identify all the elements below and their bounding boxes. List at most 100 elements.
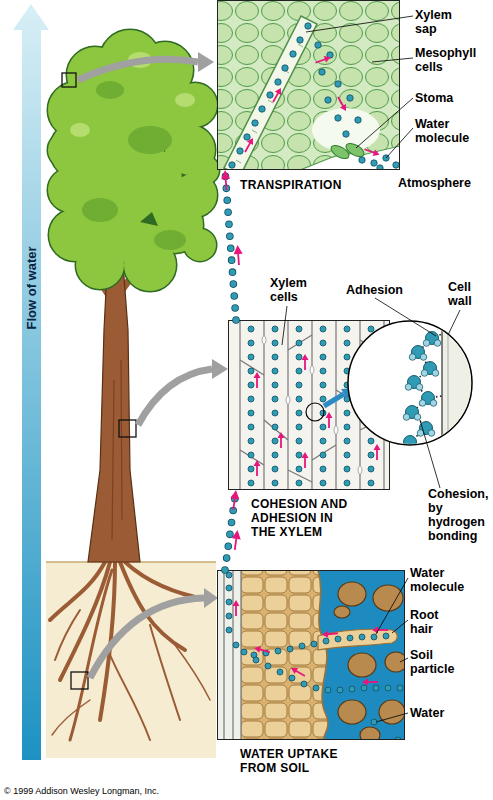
leaf-section bbox=[335, 81, 341, 87]
root-section bbox=[233, 642, 239, 648]
root-section bbox=[313, 685, 319, 691]
magnify-marker bbox=[306, 403, 324, 421]
roots bbox=[108, 650, 150, 740]
leader-line bbox=[392, 620, 408, 633]
magnified-circle bbox=[403, 406, 421, 421]
zoom-arrow bbox=[204, 588, 218, 608]
root-section bbox=[265, 663, 271, 669]
callout-label: Xylem cells bbox=[270, 276, 320, 304]
leaf-section bbox=[270, 86, 284, 103]
tree-canopy bbox=[128, 126, 172, 154]
leaf-section bbox=[236, 44, 303, 163]
root-section bbox=[337, 687, 343, 693]
root-section bbox=[224, 570, 241, 740]
flow-arrow bbox=[13, 4, 49, 760]
ground bbox=[46, 562, 216, 758]
roots bbox=[55, 610, 80, 660]
leader-line bbox=[400, 658, 408, 662]
root-section bbox=[226, 599, 232, 605]
root-section bbox=[371, 719, 377, 725]
flow-arrow-head bbox=[234, 245, 243, 254]
root-section bbox=[397, 685, 403, 691]
magnified-circle bbox=[448, 315, 449, 455]
tree-canopy bbox=[48, 30, 219, 291]
root-section bbox=[379, 700, 405, 724]
leaf-section bbox=[242, 136, 256, 153]
leaf-section bbox=[344, 141, 366, 160]
leaf-section bbox=[359, 157, 365, 163]
callout-label: Root hair bbox=[410, 608, 460, 636]
callout-label: Stoma bbox=[415, 91, 485, 105]
callout-label: Water molecule bbox=[415, 117, 489, 145]
leaf-section bbox=[229, 23, 399, 170]
root-section bbox=[232, 570, 233, 740]
tree-canopy bbox=[70, 123, 90, 137]
xylem-section bbox=[240, 322, 384, 488]
root-section bbox=[301, 681, 307, 687]
xylem-section bbox=[254, 460, 261, 476]
xylem-section bbox=[326, 412, 333, 428]
roots bbox=[52, 700, 90, 735]
zoom-arrow bbox=[78, 59, 198, 80]
roots bbox=[175, 645, 210, 700]
magnified-circle bbox=[401, 315, 482, 455]
xylem-section bbox=[302, 354, 309, 370]
root-section bbox=[338, 582, 366, 606]
magnify-marker bbox=[324, 394, 344, 406]
leaf-section bbox=[252, 120, 258, 126]
zoom-arrow bbox=[138, 369, 212, 425]
leader-line bbox=[356, 98, 413, 148]
roots bbox=[125, 562, 210, 600]
root-section bbox=[240, 570, 241, 740]
panel-caption: WATER UPTAKE FROM SOIL bbox=[240, 747, 370, 775]
leaf-section bbox=[267, 92, 273, 98]
flow-arrow-head-stem bbox=[235, 539, 236, 550]
root-section bbox=[338, 700, 366, 724]
leaf-section bbox=[335, 115, 341, 121]
magnified-circle bbox=[348, 321, 472, 445]
callout-label: Cell wall bbox=[448, 280, 490, 308]
root-section bbox=[318, 570, 328, 740]
callout-label: © 1999 Addison Wesley Longman, Inc. bbox=[4, 786, 304, 797]
zoom-panel: WATER UPTAKE FROM SOIL bbox=[217, 570, 405, 740]
root-section bbox=[241, 649, 247, 655]
root-section bbox=[322, 630, 339, 638]
leaf-section bbox=[297, 37, 303, 43]
arrow-head-stem bbox=[233, 499, 234, 510]
xylem-section bbox=[240, 320, 384, 490]
root-section bbox=[275, 648, 281, 654]
xylem-section bbox=[228, 320, 390, 490]
roots bbox=[150, 625, 180, 720]
magnified-circle bbox=[419, 392, 437, 407]
root-section bbox=[334, 582, 405, 740]
leaf-section bbox=[314, 54, 331, 66]
leaf-section bbox=[217, 0, 400, 170]
root-section bbox=[253, 645, 270, 656]
zoom-arrow bbox=[90, 598, 204, 678]
magnified-circle bbox=[428, 334, 442, 398]
root-section bbox=[373, 585, 403, 611]
root-section bbox=[334, 606, 350, 618]
root-section bbox=[373, 685, 379, 691]
root-section bbox=[371, 634, 377, 640]
flow-arrow-head-stem bbox=[237, 254, 240, 265]
leaf-section bbox=[275, 79, 281, 85]
axis-label: Flow of water bbox=[25, 228, 39, 348]
callout-label: Cohesion, by hydrogen bonding bbox=[428, 487, 492, 543]
ground bbox=[46, 562, 216, 758]
root-section bbox=[335, 636, 341, 642]
leader-line bbox=[282, 16, 460, 722]
tree-canopy bbox=[96, 81, 124, 99]
leaf-section bbox=[371, 160, 377, 166]
leaf-section bbox=[383, 155, 389, 161]
xylem-section bbox=[228, 320, 390, 490]
zoom-arrow bbox=[78, 52, 228, 678]
leaf-section bbox=[259, 106, 265, 112]
tree-canopy bbox=[154, 230, 186, 250]
tree-canopy bbox=[175, 93, 195, 107]
